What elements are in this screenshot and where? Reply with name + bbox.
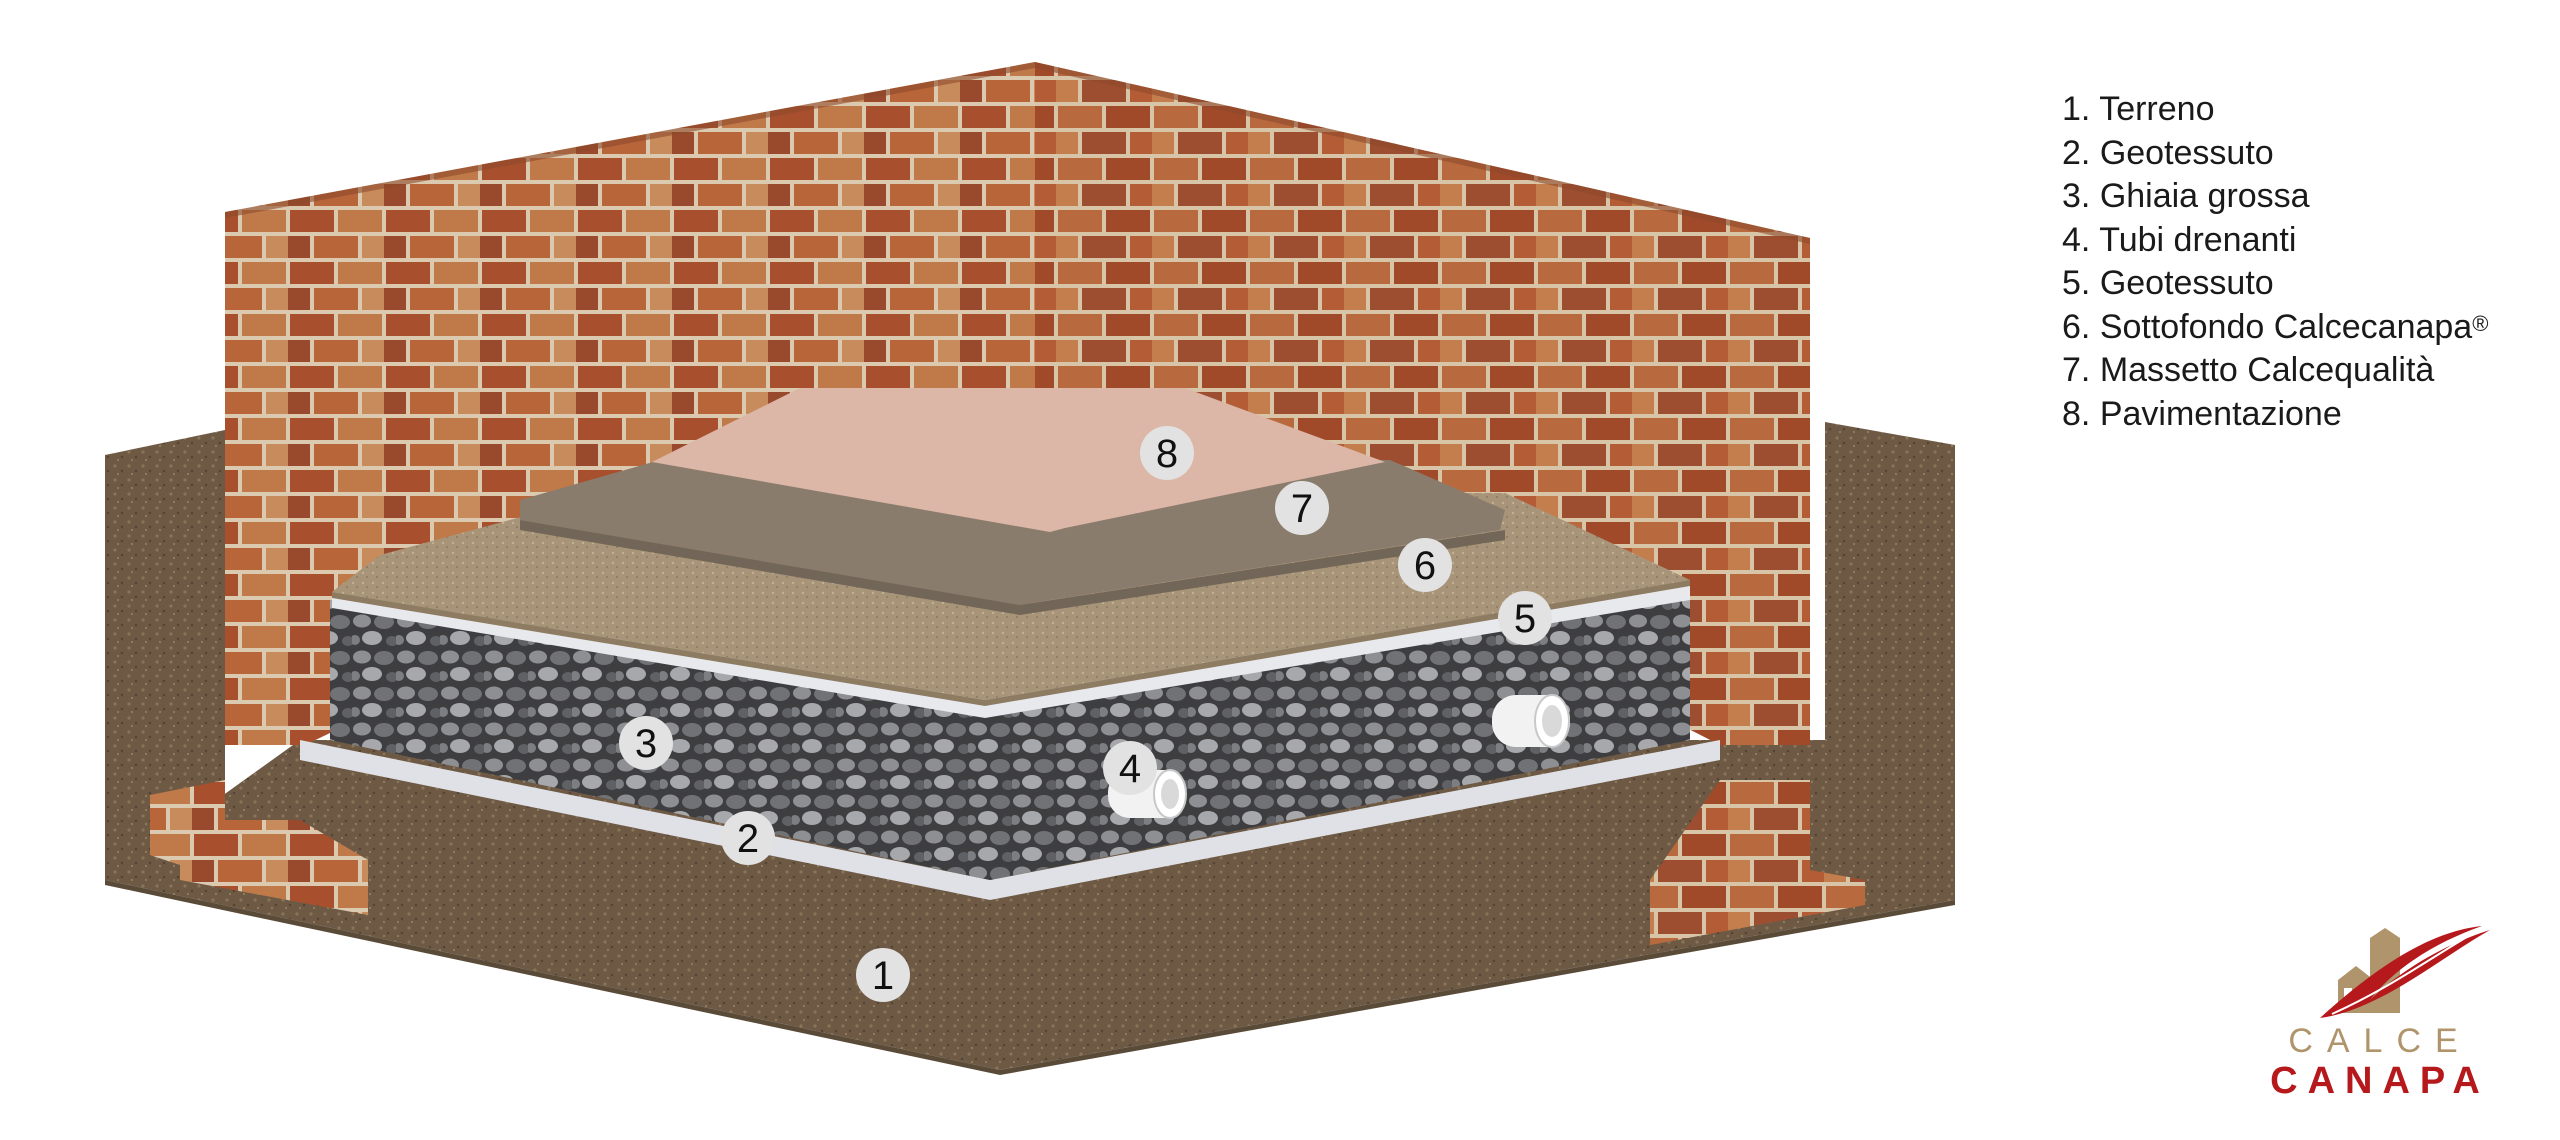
legend-item-4: 4. Tubi drenanti <box>2062 220 2297 259</box>
legend-item-3: 3. Ghiaia grossa <box>2062 177 2310 215</box>
floor-finish-layer <box>652 388 1385 532</box>
gravel-layer <box>330 595 1690 880</box>
logo-mark-icon <box>2320 926 2490 1018</box>
svg-text:4: 4 <box>1119 747 1141 791</box>
svg-text:6: 6 <box>1414 544 1436 588</box>
callout-4: 4 <box>1103 741 1157 795</box>
svg-text:5: 5 <box>1514 597 1536 641</box>
soil-block <box>105 422 1955 1075</box>
svg-text:2: 2 <box>737 817 759 861</box>
drain-pipe-right <box>1492 694 1570 748</box>
callout-7: 7 <box>1275 481 1329 535</box>
screed-layer <box>520 460 1505 615</box>
callout-2: 2 <box>721 811 775 865</box>
callout-8: 8 <box>1140 426 1194 480</box>
legend-item-8: 8. Pavimentazione <box>2062 394 2342 433</box>
logo-text-canapa: CANAPA <box>2270 1060 2490 1102</box>
callout-3: 3 <box>619 716 673 770</box>
legend-item-2: 2. Geotessuto <box>2062 133 2274 172</box>
svg-text:8: 8 <box>1156 432 1178 476</box>
svg-text:3: 3 <box>635 722 657 766</box>
brand-logo: CALCE CANAPA <box>2220 918 2540 1102</box>
layer-legend: 1. Terreno 2. Geotessuto 3. Ghiaia gross… <box>2062 88 2488 436</box>
logo-text-calce: CALCE <box>2288 1022 2472 1060</box>
legend-item-5: 5. Geotessuto <box>2062 264 2274 302</box>
geotextile-top-layer <box>332 580 1690 718</box>
svg-text:1: 1 <box>872 954 894 998</box>
legend-item-6: 6. Sottofondo Calcecanapa® <box>2062 307 2489 346</box>
svg-text:7: 7 <box>1291 487 1313 531</box>
callout-6: 6 <box>1398 538 1452 592</box>
registered-mark: ® <box>2472 310 2489 336</box>
legend-item-1: 1. Terreno <box>2062 90 2215 128</box>
callout-5: 5 <box>1498 591 1552 645</box>
callout-1: 1 <box>856 948 910 1002</box>
legend-item-7: 7. Massetto Calcequalità <box>2062 351 2435 389</box>
